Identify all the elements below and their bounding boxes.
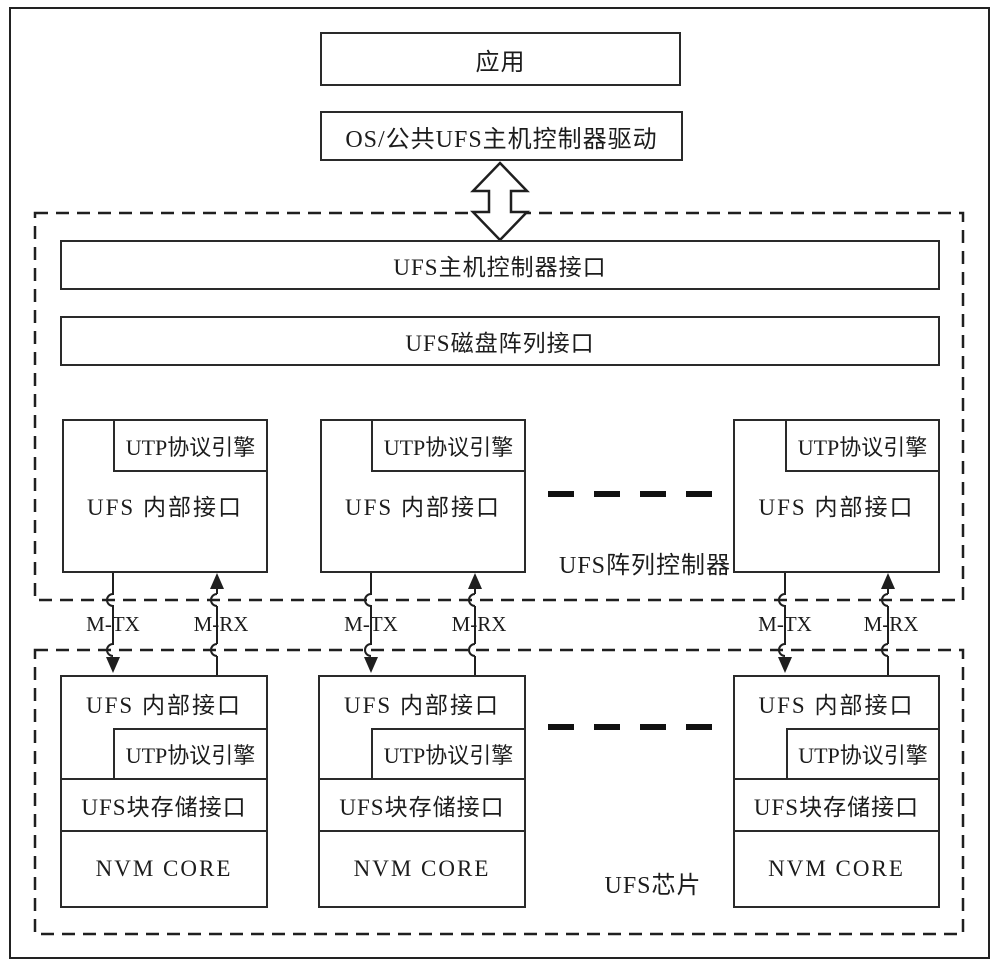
utp-indent-spacer — [62, 728, 113, 778]
utp-engine-box: UTP协议引擎 — [371, 728, 524, 778]
utp-engine-label: UTP协议引擎 — [798, 743, 928, 768]
block-storage-interface: UFS块存储接口 — [735, 780, 938, 832]
internal-interface-label: UFS 内部接口 — [345, 495, 501, 520]
link-pair-2 — [364, 573, 482, 675]
bidirectional-arrow — [470, 161, 530, 242]
figure-border — [9, 7, 990, 959]
array-controller-label: UFS阵列控制器 — [558, 552, 732, 579]
utp-indent-spacer — [320, 728, 371, 778]
chip-array-dashed-frame — [33, 648, 965, 936]
utp-engine-label: UTP协议引擎 — [797, 434, 928, 460]
host-controller-interface-box: UFS主机控制器接口 — [60, 240, 940, 290]
link-pair-1 — [106, 573, 224, 675]
internal-interface-label: UFS 内部接口 — [87, 495, 243, 520]
array-module-block-1: UTP协议引擎 UFS 内部接口 — [62, 419, 268, 573]
utp-engine-box: UTP协议引擎 — [786, 728, 938, 778]
utp-engine-label: UTP协议引擎 — [125, 434, 256, 460]
internal-interface-label: UFS 内部接口 — [86, 692, 242, 718]
internal-interface-label: UFS 内部接口 — [758, 495, 915, 520]
ufs-chip-block-2: UFS 内部接口 UTP协议引擎 UFS块存储接口 NVM CORE — [318, 675, 526, 908]
utp-indent-spacer — [735, 728, 786, 778]
application-label: 应用 — [475, 49, 526, 76]
host-controller-interface-label: UFS主机控制器接口 — [393, 255, 607, 280]
nvm-core: NVM CORE — [768, 856, 905, 881]
mtx-label: M-TX — [758, 611, 812, 636]
utp-engine-box: UTP协议引擎 — [371, 421, 524, 472]
utp-engine-row: UTP协议引擎 — [62, 728, 266, 780]
disk-array-interface-box: UFS磁盘阵列接口 — [60, 316, 940, 366]
utp-engine-row: UTP协议引擎 — [735, 728, 938, 780]
ufs-chip-block-3: UFS 内部接口 UTP协议引擎 UFS块存储接口 NVM CORE — [733, 675, 940, 908]
array-module-block-2: UTP协议引擎 UFS 内部接口 — [320, 419, 526, 573]
array-module-block-3: UTP协议引擎 UFS 内部接口 — [733, 419, 940, 573]
chip-array-label: UFS芯片 — [604, 872, 702, 899]
nvm-core: NVM CORE — [95, 856, 233, 881]
os-driver-box: OS/公共UFS主机控制器驱动 — [320, 111, 683, 161]
utp-engine-box: UTP协议引擎 — [113, 728, 266, 778]
internal-interface-label: UFS 内部接口 — [758, 692, 915, 718]
utp-engine-box: UTP协议引擎 — [785, 421, 938, 472]
mrx-label: M-RX — [193, 611, 249, 636]
mrx-label: M-RX — [863, 611, 919, 636]
utp-engine-label: UTP协议引擎 — [383, 434, 514, 460]
nvm-core: NVM CORE — [353, 856, 491, 881]
disk-array-interface-label: UFS磁盘阵列接口 — [405, 331, 595, 356]
utp-engine-label: UTP协议引擎 — [125, 743, 256, 768]
block-storage-interface: UFS块存储接口 — [320, 780, 524, 832]
block-storage-interface: UFS块存储接口 — [62, 780, 266, 832]
utp-engine-box: UTP协议引擎 — [113, 421, 266, 472]
utp-engine-label: UTP协议引擎 — [383, 743, 514, 768]
mrx-label: M-RX — [451, 611, 507, 636]
ufs-chip-block-1: UFS 内部接口 UTP协议引擎 UFS块存储接口 NVM CORE — [60, 675, 268, 908]
internal-interface-label: UFS 内部接口 — [344, 692, 500, 718]
application-box: 应用 — [320, 32, 681, 86]
utp-engine-row: UTP协议引擎 — [320, 728, 524, 780]
mtx-label: M-TX — [86, 611, 140, 636]
link-pair-3 — [778, 573, 895, 675]
mtx-label: M-TX — [344, 611, 398, 636]
os-driver-label: OS/公共UFS主机控制器驱动 — [345, 126, 658, 153]
